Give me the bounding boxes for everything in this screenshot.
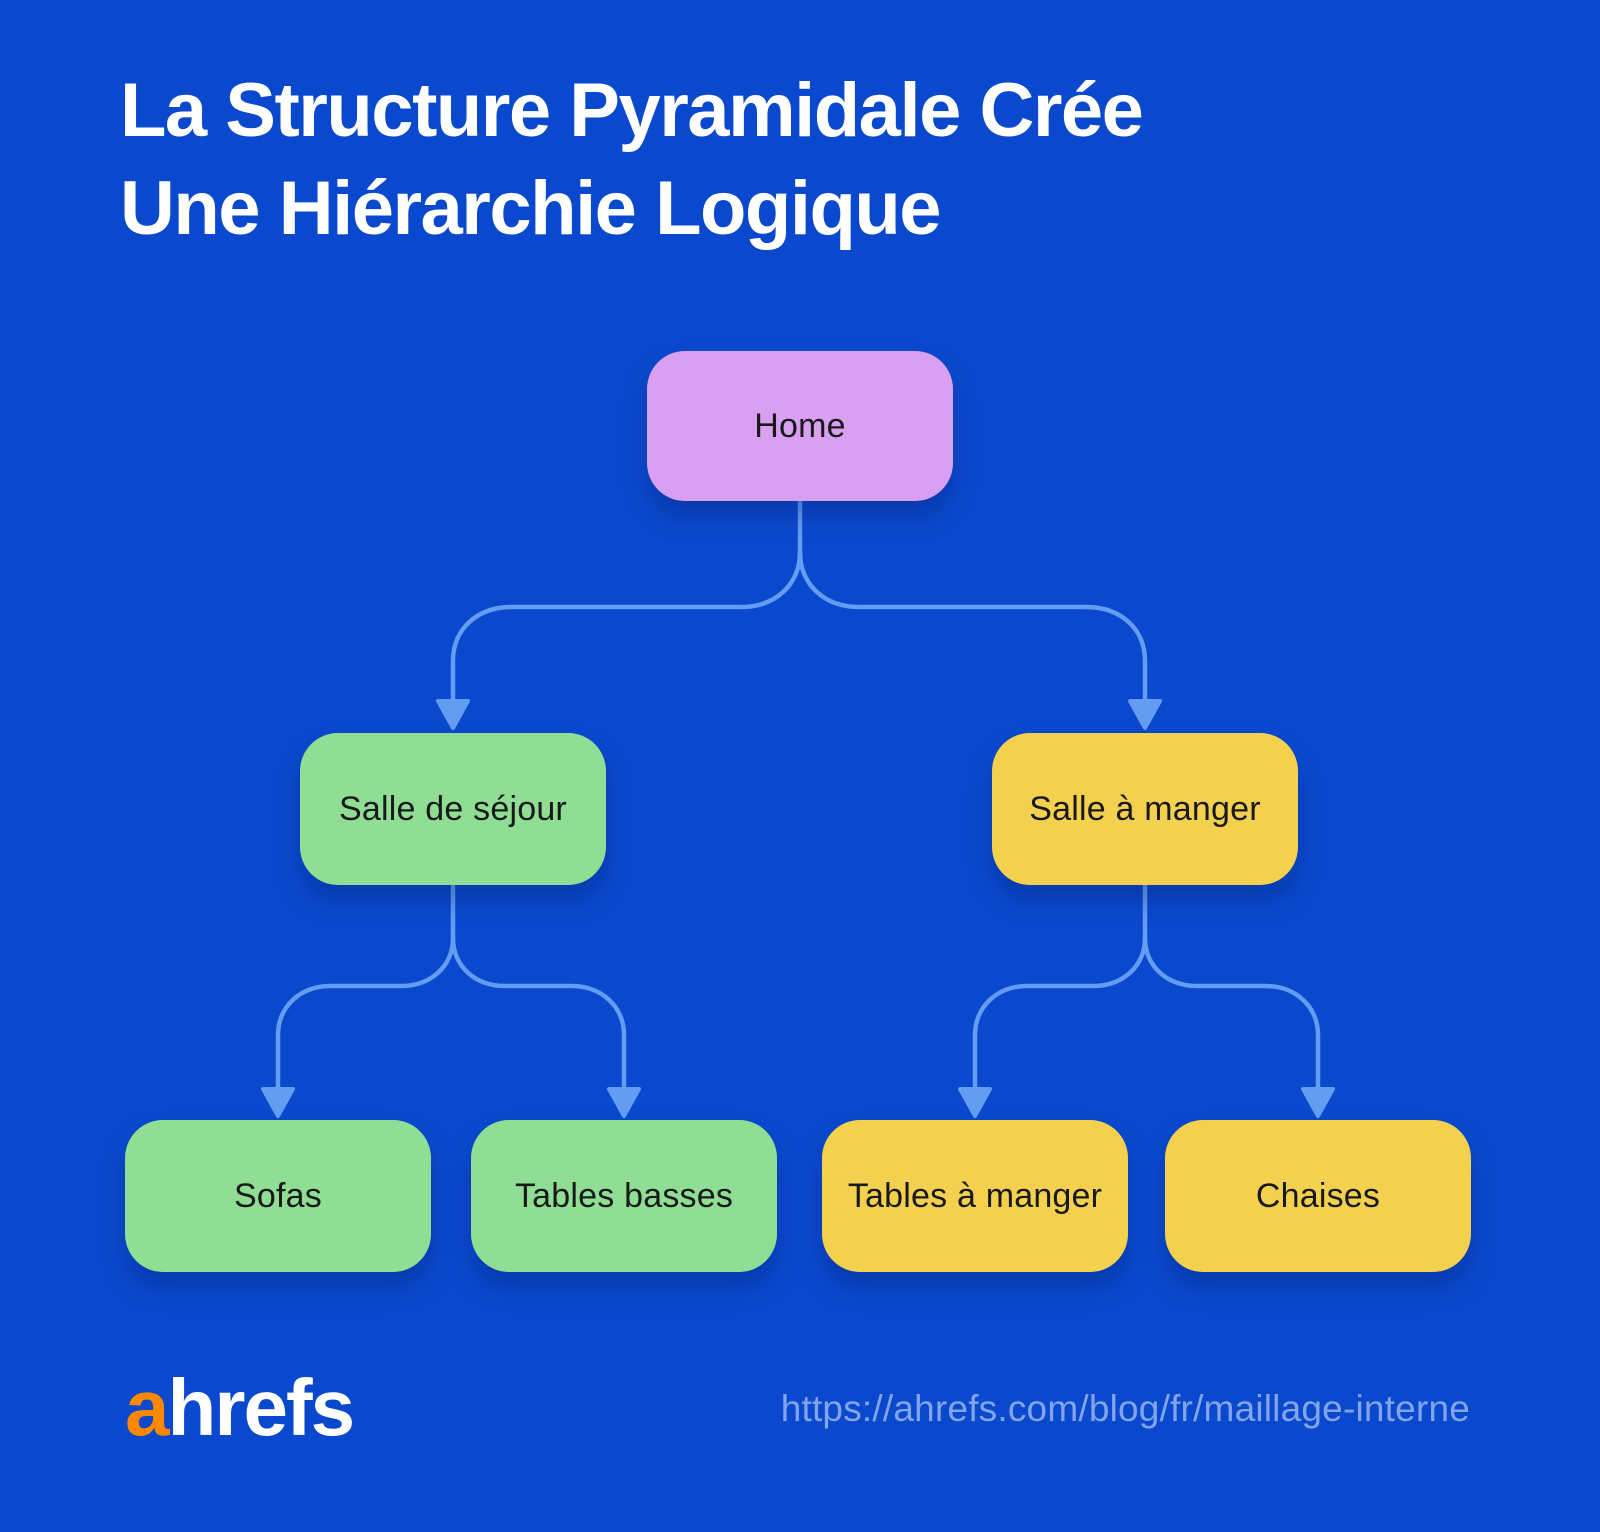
connector-salle-a-manger-to-tables-a-manger [972,883,1148,1090]
node-salle-de-sejour-label: Salle de séjour [339,789,567,828]
connector-salle-a-manger-to-chaises [1142,935,1321,1090]
page-title-line-2: Une Hiérarchie Logique [120,166,942,252]
page-title: La Structure Pyramidale Crée Une Hiérarc… [120,62,1520,258]
arrow-down-icon [607,1087,641,1118]
arrow-down-icon [958,1087,992,1118]
arrow-down-icon [261,1087,295,1118]
node-chaises: Chaises [1165,1120,1471,1272]
node-tables-a-manger-label: Tables à manger [847,1176,1103,1215]
source-url: https://ahrefs.com/blog/fr/maillage-inte… [780,1388,1470,1429]
connector-home-to-salle-de-sejour [450,500,803,702]
connector-salle-de-sejour-to-tables-basses [450,935,627,1090]
ahrefs-logo: ahrefs [125,1362,356,1454]
node-salle-a-manger-label: Salle à manger [1029,789,1261,828]
node-salle-de-sejour: Salle de séjour [300,733,606,885]
node-sofas: Sofas [125,1120,431,1272]
page-title-line-1: La Structure Pyramidale Crée [120,68,1144,153]
connector-home-to-salle-a-manger [797,549,1148,702]
node-home-label: Home [754,406,846,445]
ahrefs-logo-rest: hrefs [167,1363,356,1452]
node-sofas-label: Sofas [234,1176,322,1215]
ahrefs-logo-accent-letter: a [125,1363,169,1452]
connector-salle-de-sejour-to-sofas [275,883,456,1090]
node-salle-a-manger: Salle à manger [992,733,1298,885]
node-chaises-label: Chaises [1255,1176,1381,1215]
arrow-down-icon [1301,1087,1335,1118]
node-tables-basses-label: Tables basses [514,1176,734,1215]
node-home: Home [647,351,953,501]
arrow-down-icon [436,699,470,730]
node-tables-basses: Tables basses [471,1120,777,1272]
node-tables-a-manger: Tables à manger [822,1120,1128,1272]
arrow-down-icon [1128,699,1162,730]
